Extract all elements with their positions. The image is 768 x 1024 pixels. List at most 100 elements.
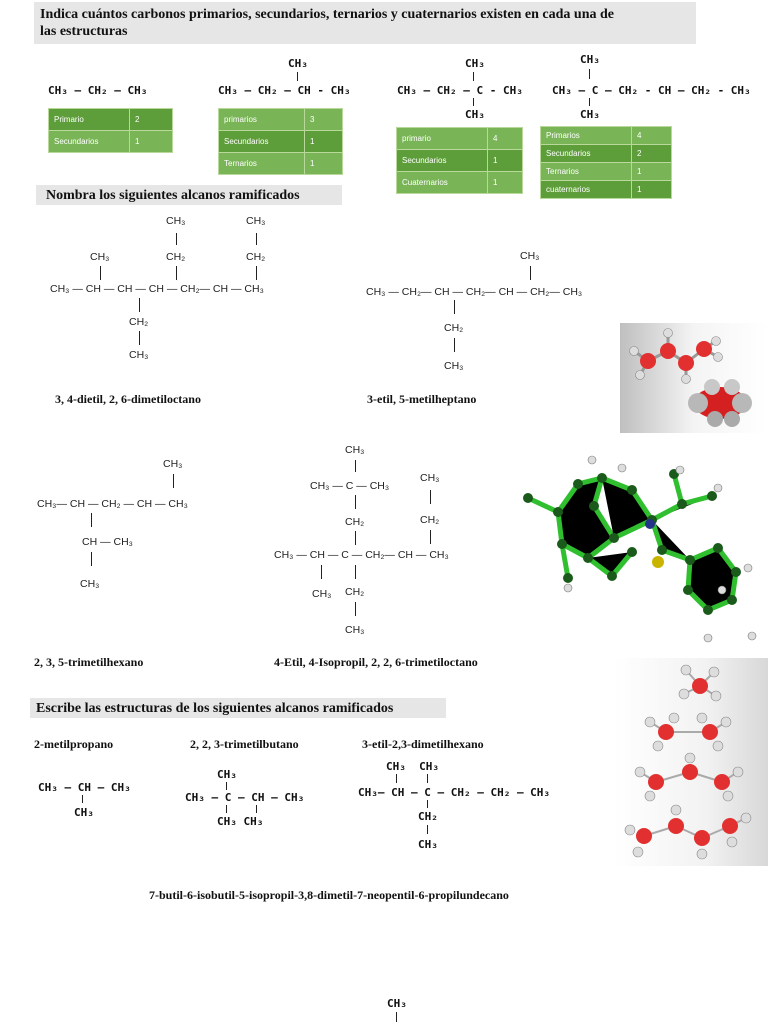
mol3-ch3-a: CH₃ (163, 458, 183, 470)
bond-line (430, 490, 431, 504)
mol1-ch2-c: CH₂ (129, 316, 149, 328)
cell: Primarios (540, 126, 632, 145)
bond-line (256, 805, 257, 813)
w2-structure: CH₃ – C – CH – CH₃ (185, 791, 305, 804)
bond-line (427, 800, 428, 808)
struct2-formula: CH₃ – CH₂ – CH - CH₃ (218, 84, 351, 97)
bond-line (355, 602, 356, 616)
cell: primario (396, 127, 488, 150)
bond-line (82, 795, 83, 803)
mol2-main-chain: CH₃ — CH₂— CH — CH₂— CH — CH₂— CH₃ (366, 286, 583, 298)
cell: 4 (487, 127, 523, 150)
mol4-ch3-b: CH₃ (312, 588, 332, 600)
molecule-photo-3 (614, 658, 768, 866)
mol4-ch3-right-top: CH₃ (420, 472, 440, 484)
bond-line (473, 72, 474, 81)
bond-line (454, 338, 455, 352)
mol1-ch3-b: CH₃ (246, 215, 266, 227)
long-name-exercise: 7-butil-6-isobutil-5-isopropil-3,8-dimet… (149, 888, 509, 902)
cell: Cuaternarios (396, 171, 488, 194)
mol1-ch3-d: CH₃ (129, 349, 149, 361)
w3-ch2: CH₂ (418, 810, 438, 823)
bond-line (396, 774, 397, 783)
struct1-formula: CH₃ – CH₂ – CH₃ (48, 84, 148, 97)
cell: Ternarios (218, 152, 305, 175)
bond-line (427, 825, 428, 834)
cell: 4 (631, 126, 672, 145)
cell: primarios (218, 108, 305, 131)
bond-line (355, 495, 356, 509)
bond-line (589, 98, 590, 106)
bond-line (473, 98, 474, 106)
section1-title-line1: Indica cuántos carbonos primarios, secun… (40, 7, 614, 22)
w3-top: CH₃ CH₃ (386, 760, 439, 773)
struct3-formula-top: CH₃ (465, 57, 485, 70)
mol1-main-chain: CH₃ — CH — CH — CH — CH₂— CH — CH₃ (50, 283, 264, 295)
bond-line (454, 300, 455, 314)
cell: Secundarios (540, 144, 632, 163)
mol4-ch3-c: CH₃ (345, 624, 365, 636)
mol1-ch3-c: CH₃ (90, 251, 110, 263)
cell: 2 (631, 144, 672, 163)
cell: Secundarios (48, 130, 130, 153)
bond-line (91, 552, 92, 566)
write-name-2: 2, 2, 3-trimetilbutano (190, 737, 299, 751)
w2-bottom: CH₃ CH₃ (217, 815, 264, 828)
answer-name-3: 2, 3, 5-trimetilhexano (34, 655, 144, 669)
w3-ch3: CH₃ (418, 838, 438, 851)
cell: 1 (304, 152, 343, 175)
bond-line (226, 782, 227, 790)
answer-name-1: 3, 4-dietil, 2, 6-dimetiloctano (55, 392, 201, 406)
mol3-branch: CH — CH₃ (82, 536, 133, 548)
mol2-ch3-b: CH₃ (444, 360, 464, 372)
bond-line (355, 531, 356, 545)
cell: cuaternarios (540, 180, 632, 199)
mol3-main-chain: CH₃— CH — CH₂ — CH — CH₃ (37, 498, 188, 510)
bond-line (173, 474, 174, 488)
struct4-formula-top: CH₃ (580, 53, 600, 66)
bond-line (427, 774, 428, 783)
mol4-ch2-b: CH₂ (420, 514, 440, 526)
bond-line (589, 69, 590, 79)
mol4-ch3-top: CH₃ (345, 444, 365, 456)
bond-line (176, 233, 177, 245)
w1-structure: CH₃ – CH – CH₃ (38, 781, 131, 794)
bond-line (355, 460, 356, 472)
section1-header: Indica cuántos carbonos primarios, secun… (34, 2, 696, 44)
cell: Primario (48, 108, 130, 131)
ball-stick-molecule-image (629, 328, 752, 427)
cell: 1 (631, 180, 672, 199)
bond-line (297, 72, 298, 81)
mol2-ch2: CH₂ (444, 322, 464, 334)
cell: Secundarios (396, 149, 488, 172)
alkane-series-image (624, 664, 752, 860)
bond-line (430, 530, 431, 544)
mol4-top-row: CH₃ — C — CH₃ (310, 480, 390, 492)
bottom-ch3: CH₃ (387, 997, 407, 1010)
cell: 1 (487, 171, 523, 194)
answer-name-4: 4-Etil, 4-Isopropil, 2, 2, 6-trimetiloct… (274, 655, 478, 669)
cell: Ternarios (540, 162, 632, 181)
w3-structure: CH₃– CH – C – CH₂ – CH₂ – CH₃ (358, 786, 551, 799)
bond-line (226, 805, 227, 813)
cell: 1 (129, 130, 173, 153)
w2-ch3-top: CH₃ (217, 768, 237, 781)
cell: 2 (129, 108, 173, 131)
bond-line (355, 565, 356, 579)
bond-line (321, 565, 322, 579)
bond-line (530, 266, 531, 280)
bond-line (139, 331, 140, 345)
section2-header: Nombra los siguientes alcanos ramificado… (36, 185, 342, 205)
mol4-ch2-a: CH₂ (345, 516, 365, 528)
write-name-1: 2-metilpropano (34, 737, 114, 751)
